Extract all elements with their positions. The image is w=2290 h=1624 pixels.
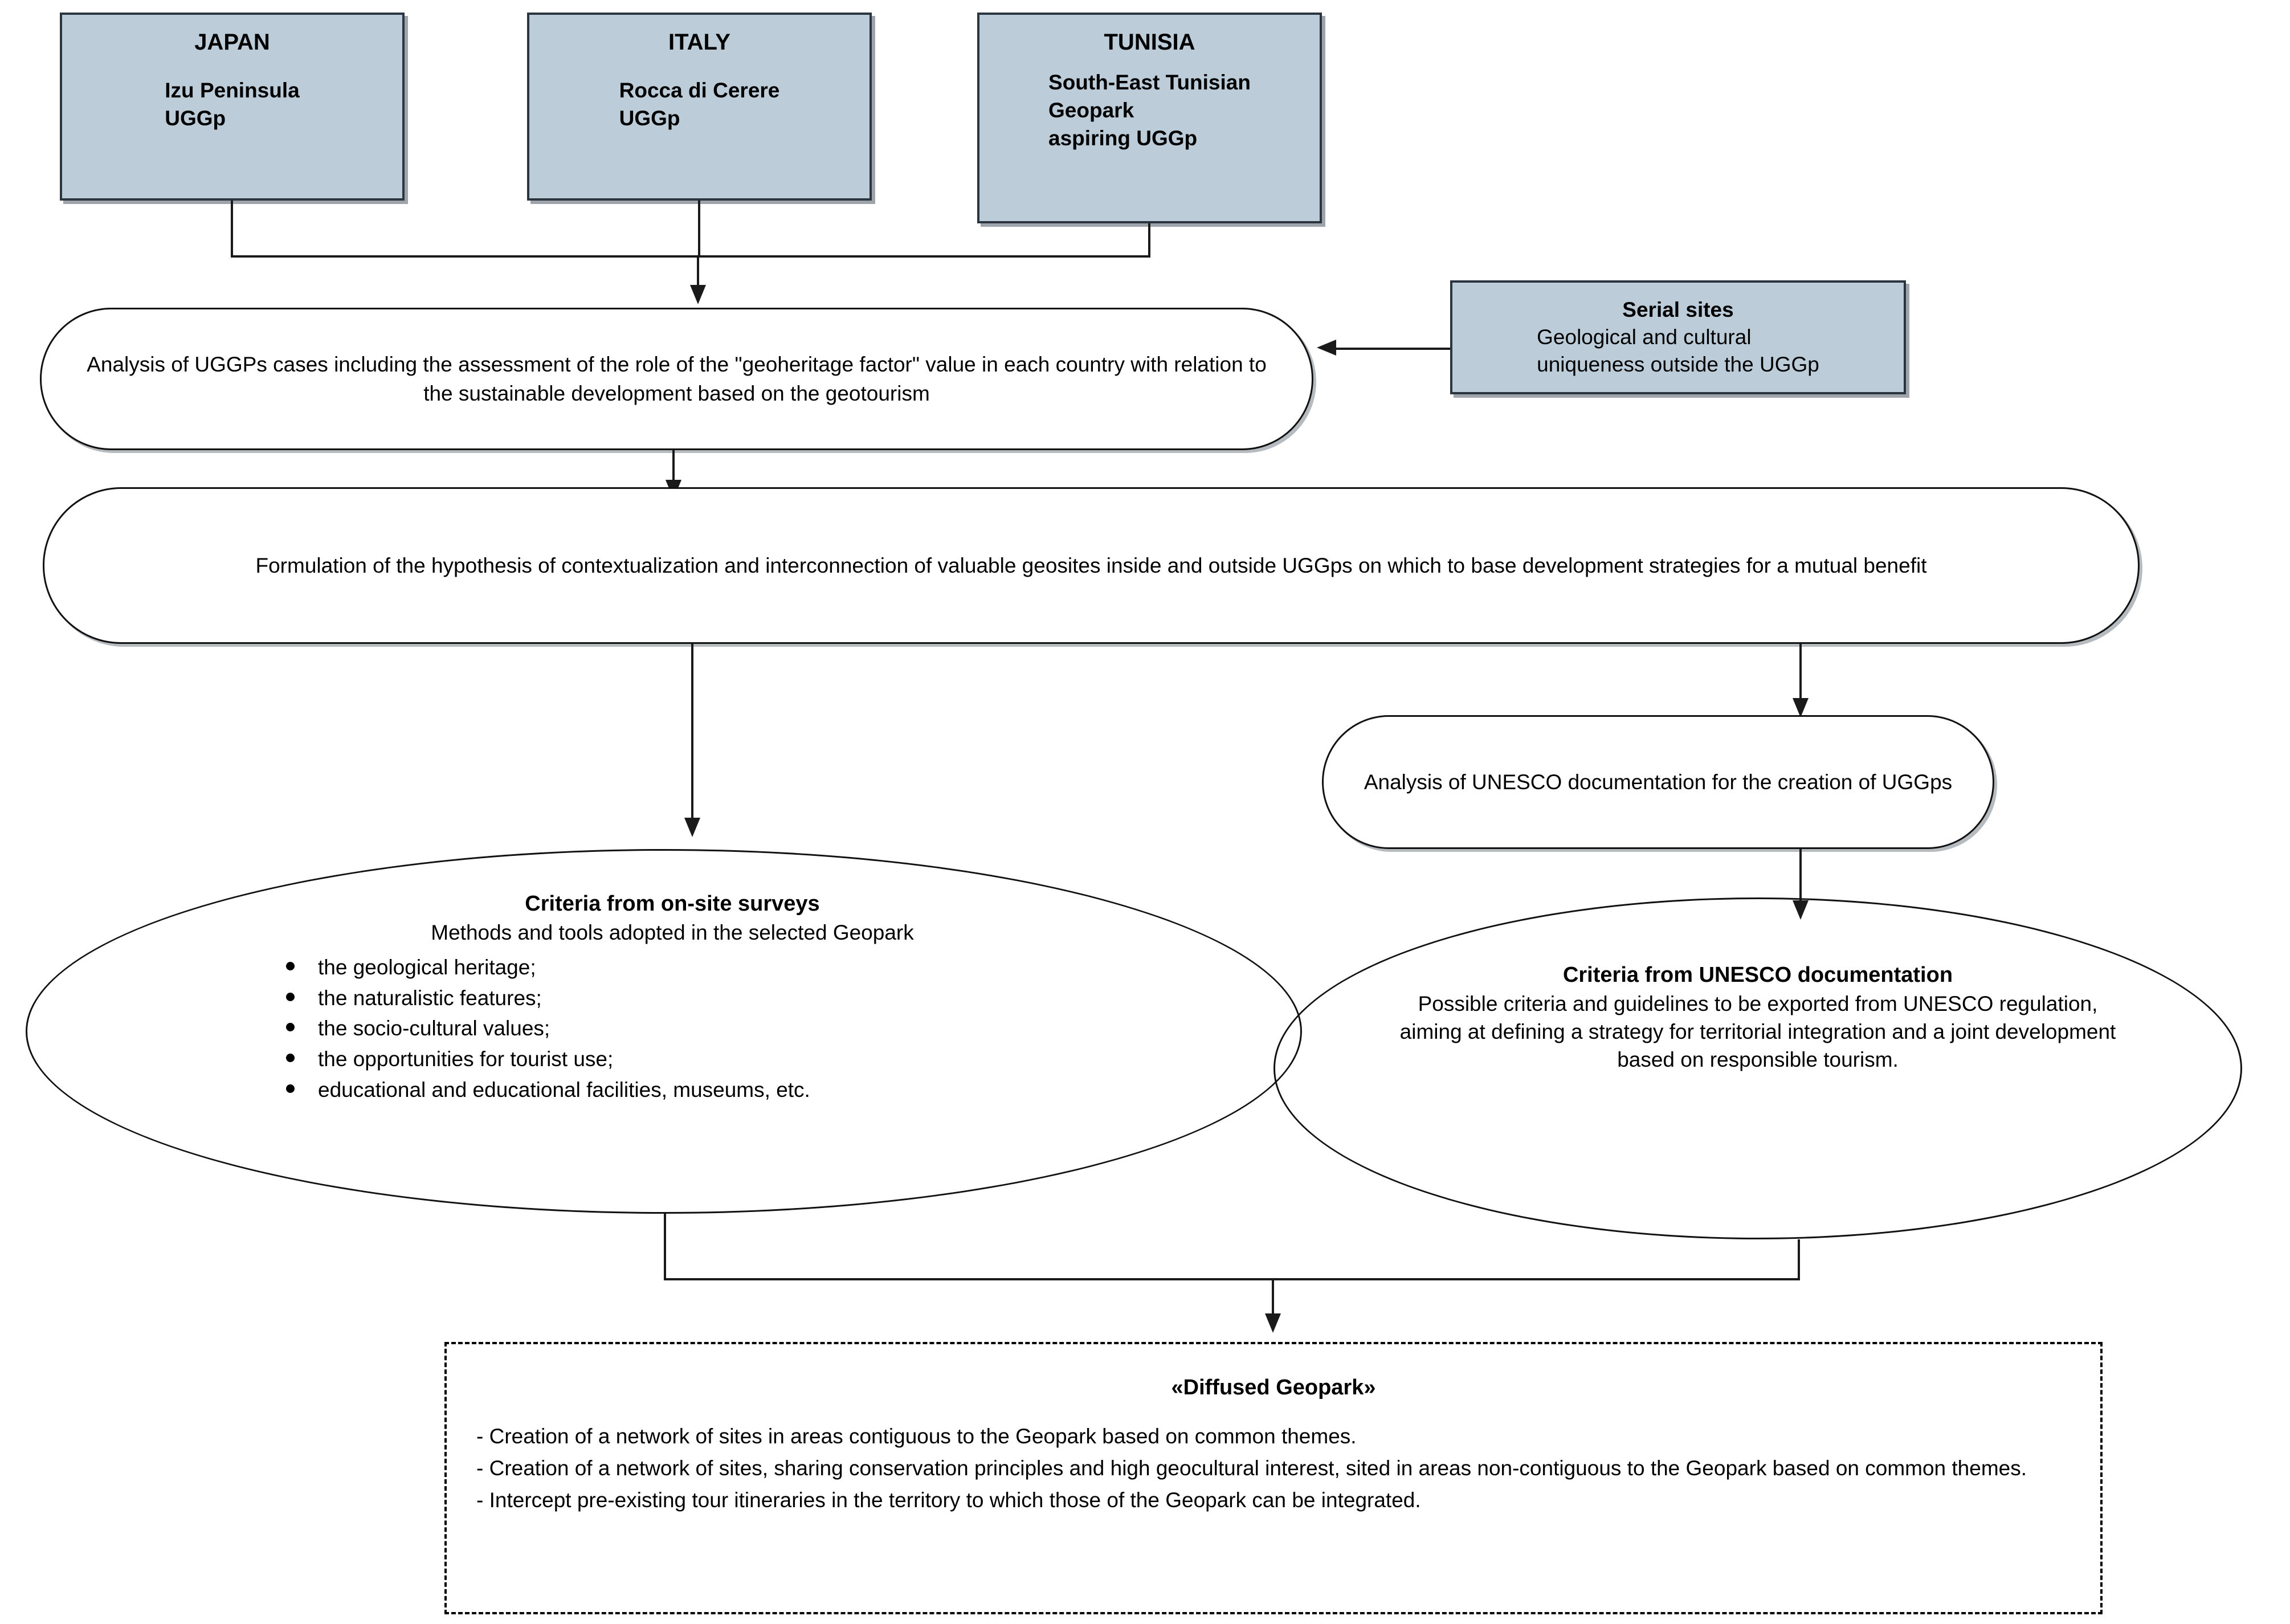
connector-japan-stub bbox=[231, 201, 233, 255]
arrow-join-to-diffused bbox=[1265, 1313, 1281, 1333]
onsite-subheading: Methods and tools adopted in the selecte… bbox=[431, 921, 914, 944]
list-item: the geological heritage; bbox=[274, 952, 1157, 983]
node-analysis-uggps-text: Analysis of UGGPs cases including the as… bbox=[87, 352, 1267, 405]
connector-italy-stub bbox=[698, 201, 700, 255]
diffused-geopark-line: - Creation of a network of sites in area… bbox=[476, 1425, 1357, 1448]
onsite-bullet-list: the geological heritage; the naturalisti… bbox=[274, 952, 1157, 1105]
connector-top-to-analysis bbox=[697, 255, 699, 291]
node-hypothesis: Formulation of the hypothesis of context… bbox=[43, 487, 2140, 644]
connector-hypothesis-to-onsite bbox=[691, 644, 693, 823]
connector-unescodoc-to-ellipse bbox=[1799, 849, 1802, 906]
arrow-top-to-analysis bbox=[690, 285, 706, 304]
serial-sites-title: Serial sites bbox=[1622, 297, 1734, 321]
list-item: the socio-cultural values; bbox=[274, 1013, 1157, 1044]
diffused-geopark-line: - Creation of a network of sites, sharin… bbox=[476, 1456, 2027, 1480]
connector-analysis-to-hypothesis bbox=[672, 450, 675, 485]
connector-join-bar bbox=[664, 1278, 1800, 1280]
country-box-tunisia: TUNISIA South-East Tunisian Geopark aspi… bbox=[977, 13, 1322, 223]
connector-serialsites-to-analysis bbox=[1336, 348, 1450, 350]
ellipse-onsite-content: Criteria from on-site surveys Methods an… bbox=[188, 892, 1157, 1105]
list-item: the naturalistic features; bbox=[274, 983, 1157, 1014]
country-title-tunisia: TUNISIA bbox=[1104, 30, 1195, 55]
node-unesco-documentation-text: Analysis of UNESCO documentation for the… bbox=[1364, 770, 1953, 794]
country-title-japan: JAPAN bbox=[194, 30, 270, 55]
node-unesco-documentation: Analysis of UNESCO documentation for the… bbox=[1322, 715, 1994, 849]
country-title-italy: ITALY bbox=[668, 30, 730, 55]
connector-hypothesis-to-unescodoc bbox=[1799, 644, 1802, 704]
country-sub-japan: Izu Peninsula UGGp bbox=[165, 79, 300, 130]
onsite-heading: Criteria from on-site surveys bbox=[525, 892, 820, 916]
unesco-criteria-heading: Criteria from UNESCO documentation bbox=[1562, 963, 1953, 987]
connector-onsite-down bbox=[664, 1214, 666, 1278]
node-analysis-uggps: Analysis of UGGPs cases including the as… bbox=[40, 308, 1313, 450]
arrow-hypothesis-to-unescodoc bbox=[1793, 698, 1809, 717]
country-box-italy: ITALY Rocca di Cerere UGGp bbox=[527, 13, 872, 201]
list-item: the opportunities for tourist use; bbox=[274, 1044, 1157, 1075]
country-sub-italy: Rocca di Cerere UGGp bbox=[619, 79, 780, 130]
ellipse-unesco-content: Criteria from UNESCO documentation Possi… bbox=[1385, 963, 2131, 1074]
connector-top-bar bbox=[231, 255, 1150, 258]
country-box-japan: JAPAN Izu Peninsula UGGp bbox=[60, 13, 405, 201]
diffused-geopark-lines: - Creation of a network of sites in area… bbox=[447, 1422, 2100, 1515]
box-diffused-geopark: «Diffused Geopark» - Creation of a netwo… bbox=[444, 1342, 2103, 1614]
arrow-hypothesis-to-onsite bbox=[684, 818, 700, 837]
country-sub-tunisia: South-East Tunisian Geopark aspiring UGG… bbox=[1048, 71, 1251, 150]
node-hypothesis-text: Formulation of the hypothesis of context… bbox=[255, 553, 1927, 577]
arrow-serialsites-to-analysis bbox=[1317, 340, 1336, 356]
box-serial-sites: Serial sites Geological and cultural uni… bbox=[1450, 280, 1906, 394]
unesco-criteria-body: Possible criteria and guidelines to be e… bbox=[1399, 992, 2116, 1072]
serial-sites-body: Geological and cultural uniqueness outsi… bbox=[1537, 325, 1819, 377]
diffused-geopark-title: «Diffused Geopark» bbox=[1171, 1376, 1376, 1399]
list-item: educational and educational facilities, … bbox=[274, 1075, 1157, 1105]
ellipse-unesco-criteria bbox=[1273, 897, 2242, 1239]
connector-tunisia-stub bbox=[1148, 223, 1150, 255]
connector-unesco-down bbox=[1798, 1239, 1800, 1278]
diffused-geopark-line: - Intercept pre-existing tour itinerarie… bbox=[476, 1488, 1421, 1512]
connector-join-to-diffused bbox=[1272, 1278, 1274, 1319]
